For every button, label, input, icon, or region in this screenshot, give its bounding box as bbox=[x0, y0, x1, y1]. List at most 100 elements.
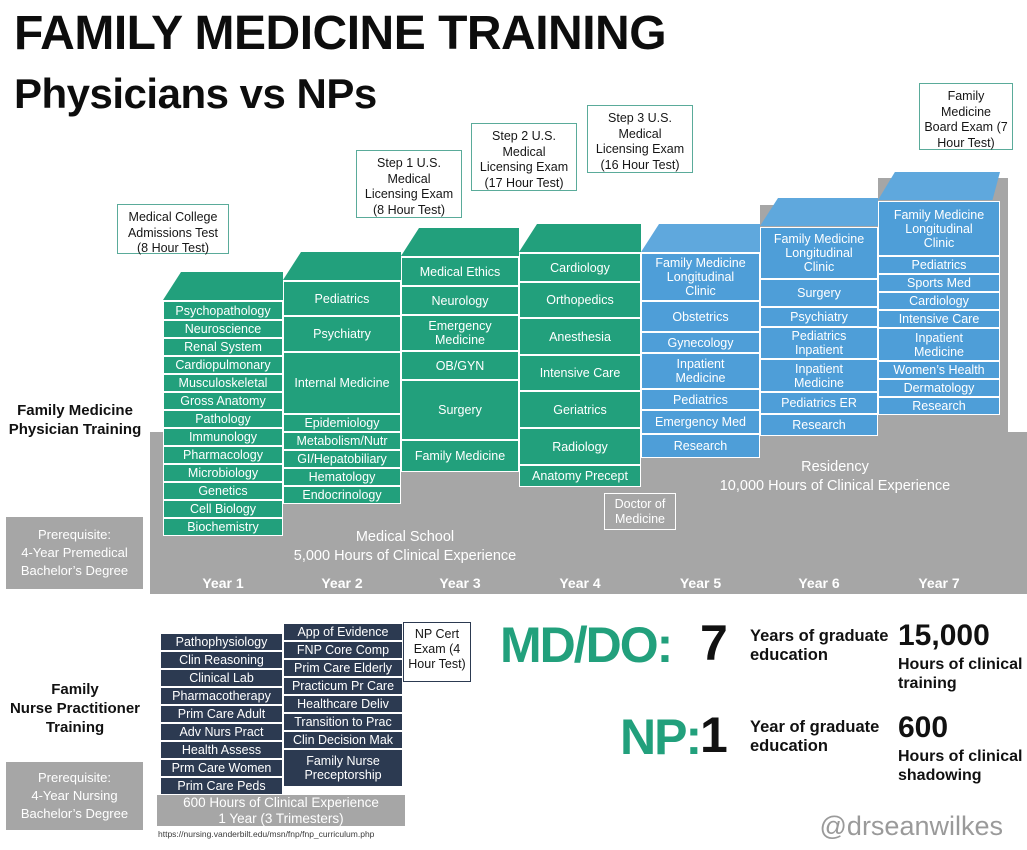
course-cell[interactable]: Inpatient Medicine bbox=[878, 328, 1000, 361]
course-cell[interactable]: Medical Ethics bbox=[401, 257, 519, 286]
course-cell[interactable]: Renal System bbox=[163, 338, 283, 356]
np-course-cell[interactable]: Family Nurse Preceptorship bbox=[283, 749, 403, 787]
course-cell[interactable]: Research bbox=[878, 397, 1000, 415]
course-cell[interactable]: Gross Anatomy bbox=[163, 392, 283, 410]
course-cell[interactable]: Radiology bbox=[519, 428, 641, 465]
course-cell[interactable]: Cell Biology bbox=[163, 500, 283, 518]
np-years-text: Year of graduate education bbox=[750, 718, 880, 755]
np-course-cell[interactable]: Practicum Pr Care bbox=[283, 677, 403, 695]
md-years-text: Years of graduate education bbox=[750, 627, 889, 664]
course-cell[interactable]: Orthopedics bbox=[519, 282, 641, 318]
course-cell[interactable]: Family Medicine Longitudinal Clinic bbox=[641, 253, 760, 301]
course-cell[interactable]: Geriatrics bbox=[519, 391, 641, 428]
course-cell[interactable]: Family Medicine bbox=[401, 440, 519, 472]
course-cell[interactable]: Pediatrics bbox=[878, 256, 1000, 274]
year-label-3: Year 3 bbox=[439, 575, 481, 591]
course-cell[interactable]: Inpatient Medicine bbox=[760, 359, 878, 392]
np-course-cell[interactable]: Healthcare Deliv bbox=[283, 695, 403, 713]
course-cell[interactable]: Sports Med bbox=[878, 274, 1000, 292]
np-course-cell[interactable]: Adv Nurs Pract bbox=[160, 723, 283, 741]
course-cell[interactable]: Pediatrics ER bbox=[760, 392, 878, 414]
np-course-cell[interactable]: Transition to Prac bbox=[283, 713, 403, 731]
year-label-2: Year 2 bbox=[321, 575, 363, 591]
course-cell[interactable]: GI/Hepatobiliary bbox=[283, 450, 401, 468]
course-cell[interactable]: Anatomy Precept bbox=[519, 465, 641, 487]
medical-school-hours: 5,000 Hours of Clinical Experience bbox=[293, 548, 517, 564]
course-cell[interactable]: Family Medicine Longitudinal Clinic bbox=[878, 201, 1000, 256]
course-cell[interactable]: Cardiology bbox=[519, 253, 641, 282]
course-cell[interactable]: Inpatient Medicine bbox=[641, 353, 760, 389]
callout-board-exam: Family Medicine Board Exam (7 Hour Test) bbox=[919, 83, 1013, 150]
course-cell[interactable]: Microbiology bbox=[163, 464, 283, 482]
np-course-cell[interactable]: Health Assess bbox=[160, 741, 283, 759]
course-cell[interactable]: Endocrinology bbox=[283, 486, 401, 504]
course-cell[interactable]: Emergency Medicine bbox=[401, 315, 519, 351]
np-label: NP: bbox=[620, 709, 702, 765]
course-cell[interactable]: Epidemiology bbox=[283, 414, 401, 432]
md-label: MD/DO: bbox=[500, 617, 673, 673]
course-cell[interactable]: Pathology bbox=[163, 410, 283, 428]
course-cell[interactable]: Dermatology bbox=[878, 379, 1000, 397]
course-cell[interactable]: Cardiology bbox=[878, 292, 1000, 310]
course-cell[interactable]: Pediatrics bbox=[283, 281, 401, 316]
np-course-cell[interactable]: Pharmacotherapy bbox=[160, 687, 283, 705]
np-course-cell[interactable]: Clinical Lab bbox=[160, 669, 283, 687]
course-cell[interactable]: Immunology bbox=[163, 428, 283, 446]
label-np-training: Family Nurse Practitioner Training bbox=[9, 681, 141, 736]
page-subtitle: Physicians vs NPs bbox=[14, 70, 377, 117]
np-course-cell[interactable]: Prm Care Women bbox=[160, 759, 283, 777]
np-hours-text: Hours of clinical shadowing bbox=[898, 748, 1023, 784]
medschool-base-platform bbox=[150, 508, 1027, 594]
year-label-4: Year 4 bbox=[559, 575, 601, 591]
course-cell[interactable]: Anesthesia bbox=[519, 318, 641, 355]
np-course-cell[interactable]: App of Evidence bbox=[283, 623, 403, 641]
course-cell[interactable]: Emergency Med bbox=[641, 410, 760, 434]
course-cell[interactable]: Surgery bbox=[760, 279, 878, 307]
course-cell[interactable]: Intensive Care bbox=[519, 355, 641, 391]
course-cell[interactable]: Psychopathology bbox=[163, 301, 283, 320]
course-cell[interactable]: Pharmacology bbox=[163, 446, 283, 464]
course-cell[interactable]: Musculoskeletal bbox=[163, 374, 283, 392]
np-years-number: 1 bbox=[700, 707, 728, 763]
prereq-np: Prerequisite: 4-Year Nursing Bachelor’s … bbox=[6, 762, 143, 830]
np-course-cell[interactable]: Clin Decision Mak bbox=[283, 731, 403, 749]
np-base-platform: 600 Hours of Clinical Experience 1 Year … bbox=[157, 795, 405, 826]
callout-np-cert-exam: NP Cert Exam (4 Hour Test) bbox=[403, 622, 471, 682]
course-cell[interactable]: Internal Medicine bbox=[283, 352, 401, 414]
course-cell[interactable]: OB/GYN bbox=[401, 351, 519, 380]
course-cell[interactable]: Pediatrics bbox=[641, 389, 760, 410]
course-cell[interactable]: Neurology bbox=[401, 286, 519, 315]
course-cell[interactable]: Hematology bbox=[283, 468, 401, 486]
np-course-cell[interactable]: Prim Care Peds bbox=[160, 777, 283, 795]
course-cell[interactable]: Metabolism/Nutr bbox=[283, 432, 401, 450]
course-cell[interactable]: Genetics bbox=[163, 482, 283, 500]
course-cell[interactable]: Biochemistry bbox=[163, 518, 283, 536]
course-cell[interactable]: Intensive Care bbox=[878, 310, 1000, 328]
course-cell[interactable]: Pediatrics Inpatient bbox=[760, 327, 878, 359]
course-cell[interactable]: Cardiopulmonary bbox=[163, 356, 283, 374]
np-course-cell[interactable]: Prim Care Adult bbox=[160, 705, 283, 723]
course-cell[interactable]: Neuroscience bbox=[163, 320, 283, 338]
course-cell[interactable]: Research bbox=[760, 414, 878, 436]
np-course-cell[interactable]: Clin Reasoning bbox=[160, 651, 283, 669]
np-course-cell[interactable]: FNP Core Comp bbox=[283, 641, 403, 659]
md-hours-text: Hours of clinical training bbox=[898, 656, 1023, 692]
course-cell[interactable]: Psychiatry bbox=[283, 316, 401, 352]
np-base-line-1: 600 Hours of Clinical Experience bbox=[183, 794, 379, 810]
course-cell[interactable]: Gynecology bbox=[641, 332, 760, 353]
np-course-cell[interactable]: Prim Care Elderly bbox=[283, 659, 403, 677]
prereq-physician: Prerequisite: 4-Year Premedical Bachelor… bbox=[6, 517, 143, 589]
callout-step-3: Step 3 U.S. Medical Licensing Exam (16 H… bbox=[587, 105, 693, 173]
step-top-face-year-4 bbox=[519, 224, 641, 252]
step-top-face-year-5 bbox=[641, 224, 760, 252]
course-cell[interactable]: Women’s Health bbox=[878, 361, 1000, 379]
course-cell[interactable]: Surgery bbox=[401, 380, 519, 440]
np-course-cell[interactable]: Pathophysiology bbox=[160, 633, 283, 651]
callout-step-2: Step 2 U.S. Medical Licensing Exam (17 H… bbox=[471, 123, 577, 191]
course-cell[interactable]: Research bbox=[641, 434, 760, 458]
course-cell[interactable]: Family Medicine Longitudinal Clinic bbox=[760, 227, 878, 279]
course-cell[interactable]: Psychiatry bbox=[760, 307, 878, 327]
course-cell[interactable]: Obstetrics bbox=[641, 301, 760, 332]
step-top-face-year-3 bbox=[401, 228, 519, 256]
